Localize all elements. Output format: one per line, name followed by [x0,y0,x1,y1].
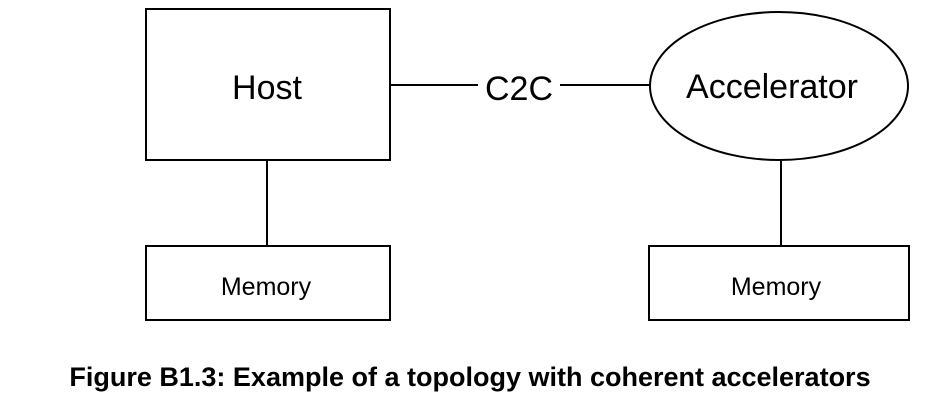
host-memory-box [145,245,391,321]
link-label: C2C [485,70,553,108]
accelerator-label: Accelerator [686,68,858,106]
accelerator-memory-label: Memory [731,273,822,301]
topology-diagram: Host C2C Accelerator Memory Memory [145,8,910,321]
accelerator-node [649,11,909,161]
figure-caption: Figure B1.3: Example of a topology with … [69,362,871,392]
host-label: Host [232,69,302,107]
accelerator-memory-box [648,245,910,321]
host-memory-label: Memory [221,273,312,301]
host-box [145,8,391,161]
